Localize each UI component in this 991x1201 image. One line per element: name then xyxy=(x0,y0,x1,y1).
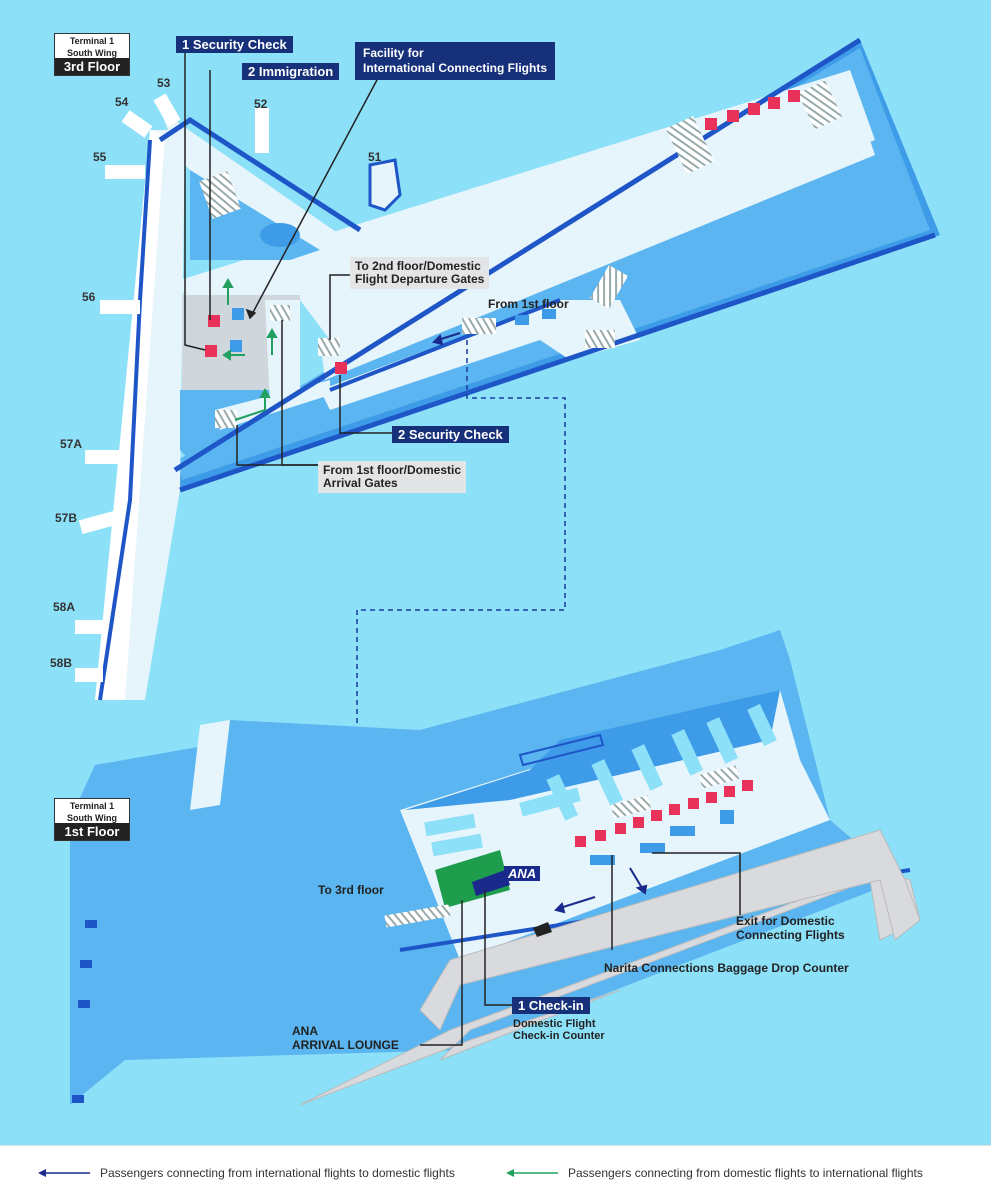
legend-intl-to-domestic: Passengers connecting from international… xyxy=(38,1166,455,1180)
checkin-sub-label: Domestic Flight Check-in Counter xyxy=(513,1018,605,1042)
legend: Passengers connecting from international… xyxy=(0,1145,991,1201)
security-check-1-label: 1 Security Check xyxy=(176,36,293,53)
lounge-line1: ANA xyxy=(292,1024,318,1038)
gate-58a-label: 58A xyxy=(53,600,76,614)
baggage-drop-label: Narita Connections Baggage Drop Counter xyxy=(604,961,849,975)
gate-57b-label: 57B xyxy=(55,511,78,525)
ana-arrival-lounge-label: ANA ARRIVAL LOUNGE xyxy=(292,1024,399,1052)
floor1-map xyxy=(70,630,921,1106)
gate-53-label: 53 xyxy=(157,76,171,90)
floor3-badge-floor: 3rd Floor xyxy=(55,58,129,75)
to-2nd-line1: To 2nd floor/Domestic xyxy=(355,259,481,273)
legend-domestic-to-intl-text: Passengers connecting from domestic flig… xyxy=(568,1166,923,1180)
immigration-2-label: 2 Immigration xyxy=(242,63,340,80)
floor1-badge-floor: 1st Floor xyxy=(55,823,129,840)
gate-57a-label: 57A xyxy=(60,437,83,451)
floor1-badge-terminal: Terminal 1 xyxy=(69,801,115,811)
terminal-map xyxy=(70,37,940,1106)
floor1-badge-wing: South Wing xyxy=(67,813,117,823)
arrow-left-navy-icon xyxy=(38,1169,90,1177)
legend-intl-to-domestic-text: Passengers connecting from international… xyxy=(100,1166,455,1180)
to-2nd-line2: Flight Departure Gates xyxy=(355,272,485,286)
facility-intl-connecting-label: Facility for International Connecting Fl… xyxy=(355,42,555,80)
exit-domestic-connecting-label: Exit for Domestic Connecting Flights xyxy=(736,914,845,942)
facility-line2: International Connecting Flights xyxy=(363,61,547,75)
floor1-badge: Terminal 1 South Wing 1st Floor xyxy=(54,798,130,841)
exit-line2: Connecting Flights xyxy=(736,928,845,942)
checkin-1-label: 1 Check-in xyxy=(512,997,590,1014)
lounge-line2: ARRIVAL LOUNGE xyxy=(292,1038,399,1052)
ana-logo: ANA xyxy=(504,866,541,881)
from-1st-floor-label: From 1st floor xyxy=(488,297,569,311)
floor3-badge: Terminal 1 South Wing 3rd Floor xyxy=(54,33,130,76)
ana-arrival-lounge xyxy=(435,850,510,908)
floor3-badge-wing: South Wing xyxy=(67,48,117,58)
checkin-sub-line2: Check-in Counter xyxy=(513,1030,605,1042)
gate-55-label: 55 xyxy=(93,150,107,164)
exit-line1: Exit for Domestic xyxy=(736,914,835,928)
gate-52-label: 52 xyxy=(254,97,268,111)
gate-54-label: 54 xyxy=(115,95,129,109)
pier-corridor-2 xyxy=(320,140,875,380)
from-1st-domestic-line2: Arrival Gates xyxy=(323,476,398,490)
from-1st-domestic-label: From 1st floor/Domestic Arrival Gates xyxy=(318,461,467,493)
arrow-left-green-icon xyxy=(506,1169,558,1177)
legend-domestic-to-intl: Passengers connecting from domestic flig… xyxy=(506,1166,923,1180)
from-1st-domestic-line1: From 1st floor/Domestic xyxy=(323,463,462,477)
gate-58b-label: 58B xyxy=(50,656,73,670)
to-2nd-floor-label: To 2nd floor/Domestic Flight Departure G… xyxy=(350,257,490,289)
gate-51-label: 51 xyxy=(368,150,382,164)
facility-line1: Facility for xyxy=(363,46,424,60)
top-triangle xyxy=(160,110,355,255)
to-3rd-floor-label: To 3rd floor xyxy=(318,883,384,897)
gate-56-label: 56 xyxy=(82,290,96,304)
floor3-badge-terminal: Terminal 1 xyxy=(69,36,115,46)
floor3-map xyxy=(75,37,940,918)
security-check-2-label: 2 Security Check xyxy=(392,426,509,443)
checkin-sub-line1: Domestic Flight xyxy=(513,1018,596,1030)
